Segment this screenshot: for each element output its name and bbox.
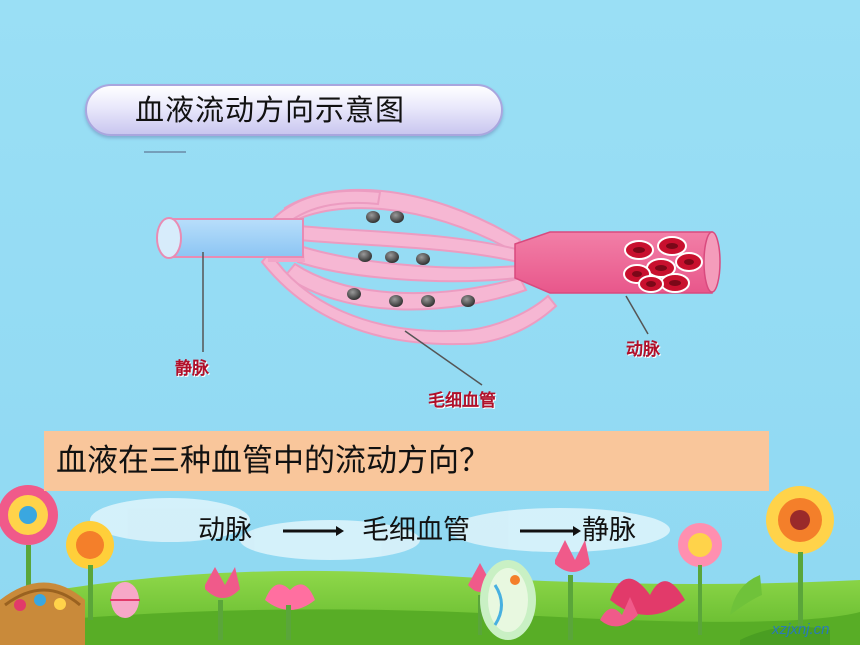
flow-step-capillary: 毛细血管	[362, 515, 470, 546]
artery-leader-line	[625, 295, 649, 335]
left-flowers-decoration	[0, 485, 140, 645]
flow-step-artery: 动脉	[198, 515, 252, 546]
artery-label: 动脉	[626, 340, 660, 360]
flow-arrow-2	[520, 526, 581, 536]
capillary-label: 毛细血管	[428, 391, 496, 411]
watermark-text: xzjxnj.cn	[771, 621, 830, 638]
vein-tube	[156, 217, 304, 259]
diagram-title: 血液流动方向示意图	[135, 93, 406, 127]
capillary-leader-line	[404, 330, 483, 386]
question-text: 血液在三种血管中的流动方向？	[56, 443, 490, 479]
flow-step-vein: 静脉	[582, 515, 636, 546]
question-box	[44, 431, 769, 491]
title-banner	[85, 84, 503, 136]
capillary-cells	[347, 211, 475, 307]
vein-label: 静脉	[175, 359, 209, 379]
flow-arrow-1	[283, 526, 344, 536]
right-flowers-decoration: xzjxnj.cn	[600, 486, 834, 645]
middle-flowers-decoration	[205, 540, 590, 640]
blood-vessel-diagram	[156, 188, 721, 386]
